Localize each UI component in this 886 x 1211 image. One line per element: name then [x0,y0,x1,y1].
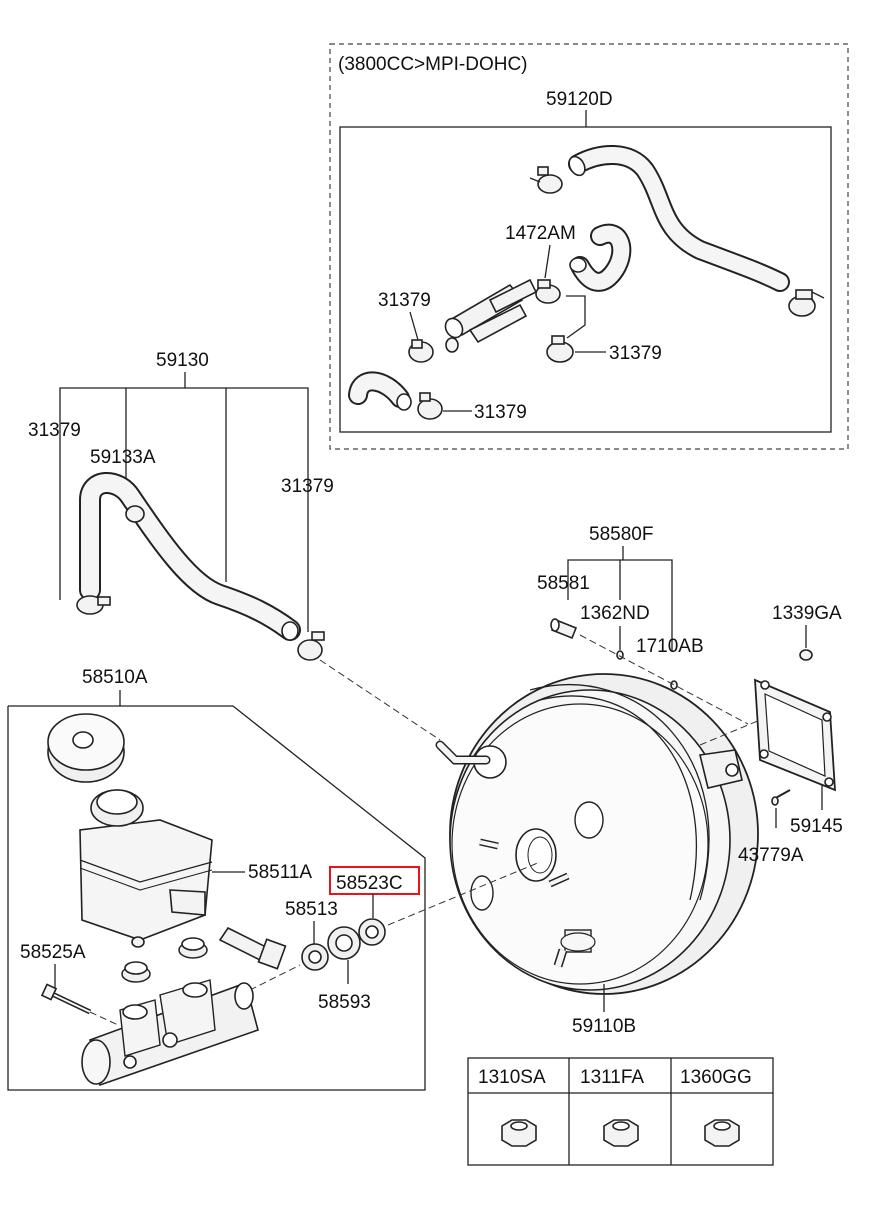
grommet-58513 [301,943,329,971]
label-59130: 59130 [156,350,209,371]
label-58513: 58513 [285,899,338,920]
check-valve [444,278,561,353]
master-cylinder [81,979,259,1087]
nut-table: 1310SA 1311FA 1360GG [467,1057,774,1166]
clamp-31379-e [297,631,325,661]
label-58580F: 58580F [589,524,653,545]
label-59145: 59145 [790,816,843,837]
seal-58523C [358,918,386,946]
nut-table-header-1: 1310SA [478,1067,546,1088]
clamp-top-right [788,289,816,317]
nut-table-header-3: 1360GG [680,1067,752,1088]
nut-icon-1311FA [603,1119,639,1147]
vacuum-hose-59130 [79,472,301,641]
nut-table-header-2: 1311FA [580,1067,644,1088]
master-cylinder-box [7,705,426,1091]
clamp-31379-c [417,392,443,420]
vacuum-hose-59120D [568,144,790,292]
label-1472AM: 1472AM [505,223,576,244]
label-58593: 58593 [318,992,371,1013]
label-58523C: 58523C [336,873,403,894]
label-31379-b: 31379 [609,343,662,364]
label-1339GA: 1339GA [772,603,842,624]
nut-icon-1310SA [501,1119,537,1147]
label-31379-d: 31379 [28,420,81,441]
clip-43779A [771,789,791,806]
label-58581: 58581 [537,573,590,594]
highlight-box-58523C [329,866,420,895]
bolt-58525A [40,983,92,1015]
reservoir-cap [47,713,125,783]
label-58525A: 58525A [20,942,86,963]
label-59110B: 59110B [572,1016,636,1037]
label-1362ND: 1362ND [580,603,650,624]
label-31379-c: 31379 [474,402,527,423]
engine-variant-note: (3800CC>MPI-DOHC) [338,54,528,75]
clamp-31379-b [546,335,574,363]
label-58510A: 58510A [82,667,148,688]
reservoir-grommet-b [178,937,208,959]
label-58511A: 58511A [248,862,312,883]
label-1710AB: 1710AB [636,636,704,657]
engine-variant-dashed-box [329,43,849,450]
nut-icon-1360GG [704,1119,740,1147]
brake-booster-59110B [435,673,759,995]
elbow-hose [569,223,632,292]
clamp-31379-d [76,595,111,615]
label-43779A: 43779A [738,845,804,866]
snap-pin-1710AB [670,680,678,690]
gasket-59145 [754,678,836,792]
pin-58581 [550,618,578,640]
level-sensor [218,926,287,970]
clamp-top-left [537,166,563,194]
label-59133A: 59133A [90,447,156,468]
label-31379-e: 31379 [281,476,334,497]
reservoir-58511A [79,789,213,948]
label-31379-a: 31379 [378,290,431,311]
seal-58593 [327,926,361,960]
reservoir-grommet-a [121,961,151,983]
label-59120D: 59120D [546,89,613,110]
clamp-31379-a [408,339,434,363]
nut-1339GA [799,649,813,661]
short-bent-hose [348,371,412,411]
